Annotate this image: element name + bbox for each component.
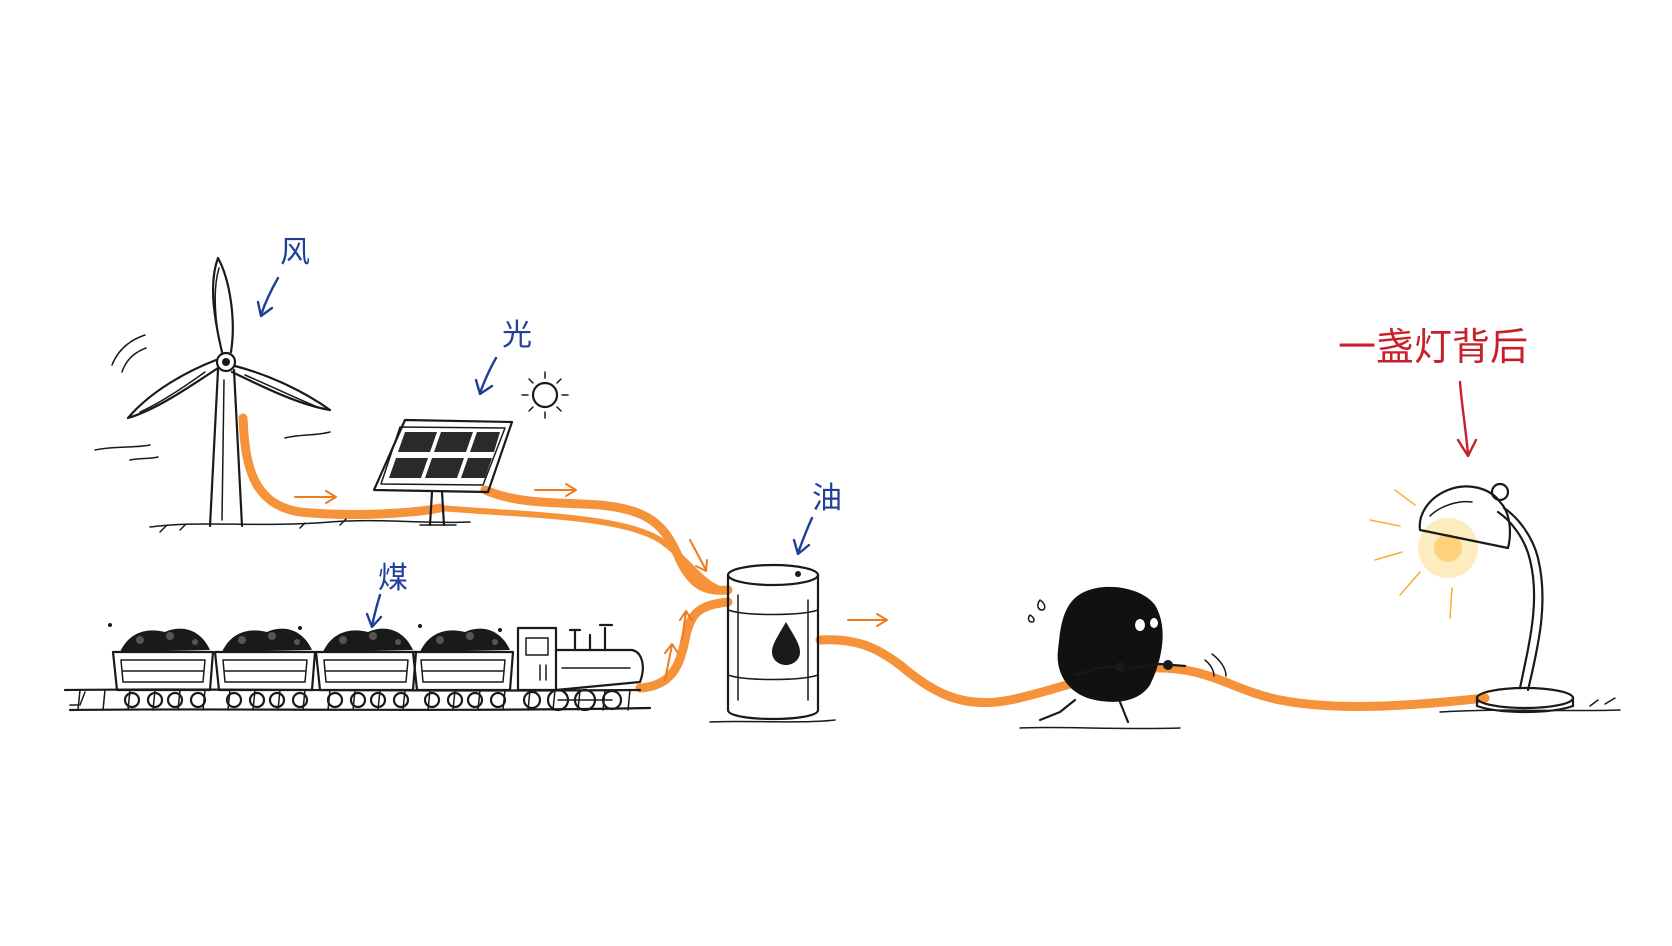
label-lamp: 一盏灯背后 [1338,325,1528,369]
pipe-solar [480,485,733,595]
locomotive [516,623,644,712]
flow-arrow-1 [294,490,337,504]
labels: 风 光 煤 油 一盏灯背后 [280,235,1528,596]
flow-arrow-2 [534,483,577,497]
flow-arrow-5 [679,610,693,641]
oil-barrel-icon [709,563,836,723]
coal-wagon-4 [411,628,515,709]
flow-arrow-4 [664,643,679,681]
pipe-solar-2 [437,505,731,595]
label-wind: 风 [280,235,310,270]
flow-arrow-6 [847,613,888,627]
label-solar: 光 [502,318,532,353]
coal-train-icon [63,623,652,712]
desk-lamp-icon [1369,482,1621,714]
arrow-coal [365,593,383,629]
label-arrows [256,276,1478,629]
oil-drop-icon [772,622,800,665]
arrow-wind [256,276,280,318]
flow-arrow-3 [689,539,708,572]
label-coal: 煤 [378,561,408,596]
arrow-lamp [1456,380,1478,458]
solar-panel-icon [372,418,514,527]
sun-icon [521,371,569,419]
coal-wagon-3 [314,628,418,709]
coal-wagon-2 [213,628,317,709]
blob-character-icon [1019,586,1227,730]
energy-pipes [238,413,1490,711]
coal-wagon-1 [111,628,215,709]
pipe-coal [635,597,733,693]
flow-arrows [294,483,888,681]
arrow-solar [474,356,498,396]
label-oil: 油 [812,481,842,516]
arrow-oil [792,516,814,556]
pipe-wind [238,413,445,520]
wind-turbine-icon [94,256,471,533]
